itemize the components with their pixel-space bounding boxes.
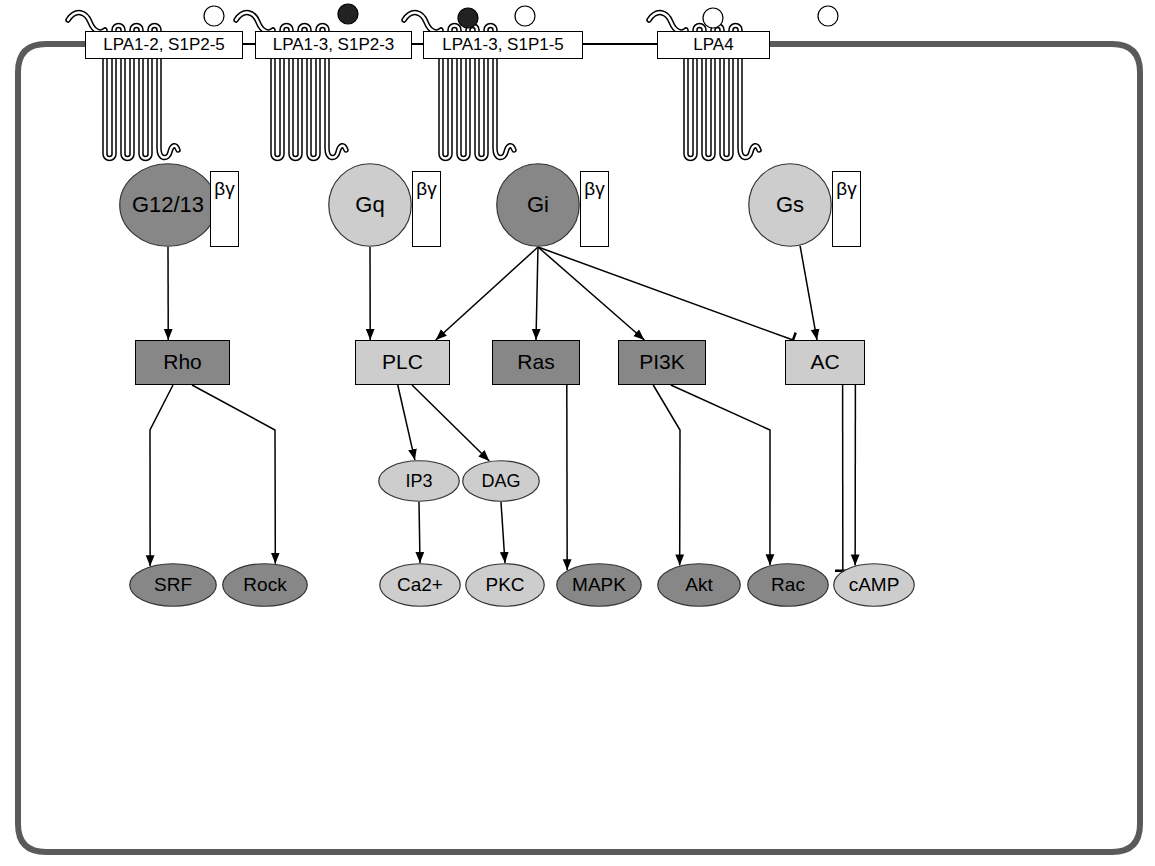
bound-ligand bbox=[703, 8, 723, 28]
activation-arrow bbox=[192, 385, 275, 564]
node-label: PKC bbox=[485, 574, 524, 596]
activation-arrow bbox=[538, 247, 644, 340]
oval-fill bbox=[380, 564, 461, 607]
messenger-oval: DAG bbox=[462, 460, 540, 502]
node-label: Ras bbox=[517, 350, 554, 374]
node-label: βγ bbox=[416, 178, 436, 200]
activation-arrow bbox=[671, 385, 770, 565]
oval-fill bbox=[329, 164, 412, 247]
oval-fill bbox=[834, 564, 915, 607]
oval-fill bbox=[749, 164, 832, 247]
activation-arrow bbox=[419, 502, 420, 563]
node-label: DAG bbox=[481, 471, 520, 492]
activation-arrow bbox=[501, 502, 505, 563]
node-label: Rho bbox=[163, 350, 202, 374]
node-label: MAPK bbox=[572, 574, 626, 596]
receptor-box: LPA4 bbox=[657, 31, 770, 59]
target-oval: Rock bbox=[222, 563, 308, 607]
activation-arrow bbox=[536, 247, 538, 340]
oval-fill bbox=[497, 164, 580, 247]
node-label: Gq bbox=[355, 192, 384, 217]
node-label: PI3K bbox=[639, 350, 685, 374]
g-protein-circle: Gq bbox=[328, 163, 412, 247]
target-oval: SRF bbox=[129, 563, 217, 607]
node-label: βγ bbox=[214, 178, 234, 200]
receptor-box: LPA1-3, S1P1-5 bbox=[423, 31, 583, 59]
activation-arrow bbox=[566, 385, 568, 570]
messenger-oval: IP3 bbox=[378, 460, 460, 502]
bound-ligand bbox=[458, 8, 478, 28]
beta-gamma-box: βγ bbox=[580, 171, 609, 247]
receptor-box: LPA1-3, S1P2-3 bbox=[255, 31, 412, 59]
g-protein-circle: Gi bbox=[496, 163, 580, 247]
g-protein-circle: G12/13 bbox=[119, 163, 217, 247]
oval-fill bbox=[463, 461, 540, 502]
activation-arrow bbox=[653, 385, 680, 565]
target-oval: MAPK bbox=[556, 563, 642, 607]
cell-membrane bbox=[18, 44, 1140, 852]
node-label: LPA4 bbox=[693, 35, 733, 55]
activation-arrow bbox=[800, 246, 817, 340]
node-label: LPA1-2, S1P2-5 bbox=[103, 35, 225, 55]
target-oval: Ca2+ bbox=[379, 563, 461, 607]
effector-box: Rho bbox=[135, 340, 230, 385]
node-label: SRF bbox=[154, 574, 192, 596]
oval-fill bbox=[466, 564, 545, 607]
oval-fill bbox=[223, 564, 308, 607]
oval-fill bbox=[557, 564, 642, 607]
oval-fill bbox=[379, 461, 460, 502]
effector-box: AC bbox=[785, 340, 865, 385]
activation-arrow bbox=[369, 247, 371, 340]
target-oval: PKC bbox=[465, 563, 545, 607]
node-label: IP3 bbox=[405, 471, 432, 492]
beta-gamma-box: βγ bbox=[832, 171, 861, 247]
ligand-circle bbox=[818, 6, 838, 26]
oval-fill bbox=[130, 564, 217, 607]
receptor-box: LPA1-2, S1P2-5 bbox=[85, 31, 243, 59]
inhibition-line bbox=[538, 247, 793, 340]
activation-arrow bbox=[167, 247, 169, 340]
node-label: cAMP bbox=[849, 574, 900, 596]
ligand-circle bbox=[338, 4, 358, 24]
effector-box: PI3K bbox=[618, 340, 706, 385]
activation-arrow bbox=[412, 385, 489, 461]
ligand-circle bbox=[204, 6, 224, 26]
activation-arrow bbox=[854, 385, 856, 565]
node-label: Gi bbox=[527, 192, 549, 217]
activation-arrow bbox=[150, 385, 173, 566]
node-label: Gs bbox=[776, 192, 804, 217]
node-label: βγ bbox=[836, 178, 856, 200]
node-label: βγ bbox=[584, 178, 604, 200]
node-label: Rac bbox=[771, 574, 805, 596]
node-label: G12/13 bbox=[132, 192, 204, 217]
beta-gamma-box: βγ bbox=[412, 171, 441, 247]
oval-fill bbox=[748, 564, 829, 607]
effector-box: PLC bbox=[355, 340, 450, 385]
node-label: LPA1-3, S1P2-3 bbox=[273, 35, 395, 55]
target-oval: Rac bbox=[747, 563, 829, 607]
target-oval: cAMP bbox=[833, 563, 915, 607]
node-label: LPA1-3, S1P1-5 bbox=[442, 35, 564, 55]
node-label: AC bbox=[810, 350, 839, 374]
inhibition-line bbox=[842, 385, 844, 571]
ligand-circle bbox=[515, 6, 535, 26]
g-protein-circle: Gs bbox=[748, 163, 832, 247]
target-oval: Akt bbox=[657, 563, 741, 607]
activation-arrow bbox=[398, 385, 415, 460]
effector-box: Ras bbox=[492, 340, 580, 385]
oval-fill bbox=[658, 564, 741, 607]
node-label: Rock bbox=[243, 574, 286, 596]
activation-arrow bbox=[436, 247, 538, 340]
beta-gamma-box: βγ bbox=[210, 171, 239, 247]
node-label: Ca2+ bbox=[397, 574, 443, 596]
node-label: PLC bbox=[382, 350, 423, 374]
node-label: Akt bbox=[685, 574, 712, 596]
oval-fill bbox=[120, 164, 217, 247]
